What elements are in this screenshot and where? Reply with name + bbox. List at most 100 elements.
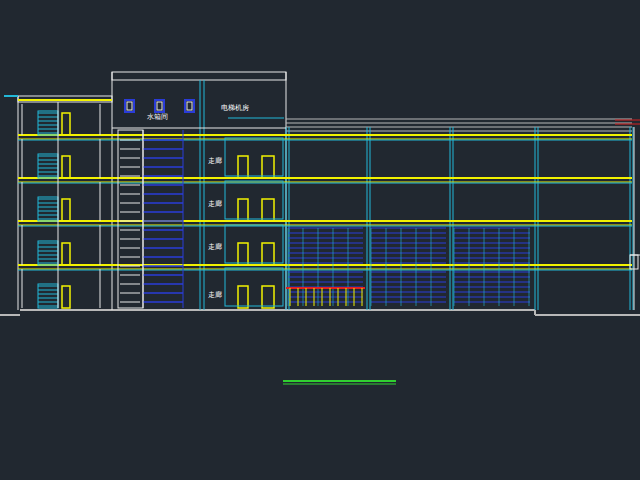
stair-flight	[143, 157, 183, 159]
window	[62, 156, 70, 178]
shopfront-door	[314, 288, 315, 306]
edge-detail	[630, 255, 638, 269]
ground-line	[20, 309, 535, 311]
roof-line	[286, 127, 632, 128]
floor-slab	[18, 264, 632, 266]
stair-well	[118, 130, 143, 308]
tower-wall	[100, 225, 101, 265]
floor-slab	[112, 128, 286, 129]
curtain-wall	[371, 302, 446, 303]
curtain-wall	[454, 272, 530, 273]
room-label: 走廊	[207, 158, 223, 165]
tower-wall	[22, 104, 23, 135]
column-line	[367, 127, 368, 310]
window-glass	[127, 102, 132, 110]
mullion	[401, 228, 402, 306]
mullion	[371, 228, 372, 306]
curtain-wall	[371, 253, 446, 254]
curtain-wall	[454, 233, 530, 234]
stair-flight	[143, 211, 183, 213]
stair-rail	[143, 130, 144, 308]
door	[262, 243, 274, 265]
roof-marker	[615, 120, 640, 121]
stair-flight	[143, 139, 183, 141]
stair-step	[38, 219, 58, 220]
shopfront-door	[322, 288, 323, 306]
door	[262, 199, 274, 221]
stair-step	[38, 160, 58, 161]
stair-step	[38, 306, 58, 307]
shopfront-door	[298, 288, 299, 306]
outer-wall	[286, 72, 287, 310]
floor-slab	[18, 177, 632, 179]
tower-wall	[58, 102, 59, 308]
mullion	[416, 228, 417, 306]
stair-step	[38, 164, 58, 165]
tower-wall	[22, 182, 23, 221]
curtain-wall	[454, 292, 530, 293]
column-line	[204, 80, 205, 310]
stair-step	[38, 263, 58, 264]
outer-wall	[112, 72, 113, 310]
shopfront-door	[362, 288, 363, 306]
window	[125, 100, 134, 112]
room-label: 走廊	[207, 292, 223, 299]
curtain-wall	[288, 228, 363, 229]
stair-rail	[183, 130, 184, 308]
stair-step	[120, 302, 140, 303]
stair-step	[38, 259, 58, 260]
stair-rail	[38, 197, 58, 221]
mullion	[484, 228, 485, 306]
window	[155, 100, 164, 112]
mullion	[303, 228, 304, 306]
stair-step	[38, 172, 58, 173]
column-line	[535, 127, 536, 310]
stair-step	[38, 255, 58, 256]
stair-step	[38, 156, 58, 157]
stair-step	[120, 248, 140, 249]
beam-line	[18, 183, 632, 184]
stair-step	[38, 294, 58, 295]
stair-step	[38, 286, 58, 287]
outer-wall	[18, 96, 19, 310]
window	[185, 100, 194, 112]
curtain-wall	[288, 282, 363, 283]
stair-flight	[143, 184, 183, 186]
curtain-wall	[371, 287, 446, 288]
beam-line	[18, 226, 632, 227]
curtain-wall	[454, 302, 530, 303]
stair-step	[120, 185, 140, 186]
roof-line	[286, 123, 632, 124]
roof-line	[286, 119, 632, 120]
column-line	[453, 127, 454, 310]
curtain-wall	[288, 248, 363, 249]
roof-edge	[4, 95, 18, 97]
tower-wall	[100, 269, 101, 308]
outer-wall	[634, 127, 635, 310]
stair-step	[120, 293, 140, 294]
curtain-wall	[288, 277, 363, 278]
tower-wall	[100, 182, 101, 221]
roof-parapet	[18, 96, 112, 102]
curtain-wall	[288, 297, 363, 298]
window	[62, 243, 70, 265]
column-line	[538, 127, 539, 310]
curtain-wall	[371, 258, 446, 259]
stair-step	[120, 158, 140, 159]
stair-flight	[143, 175, 183, 177]
stair-step	[38, 302, 58, 303]
stair-rail	[38, 284, 58, 308]
room-label: 电梯机房	[220, 105, 250, 112]
curtain-wall	[371, 248, 446, 249]
curtain-wall	[288, 233, 363, 234]
curtain-wall	[288, 292, 363, 293]
curtain-wall	[371, 238, 446, 239]
scale-bar	[283, 384, 396, 385]
door	[238, 286, 248, 308]
stair-step	[38, 211, 58, 212]
floor-slab	[18, 220, 632, 222]
stair-rail	[38, 154, 58, 178]
stair-step	[38, 247, 58, 248]
